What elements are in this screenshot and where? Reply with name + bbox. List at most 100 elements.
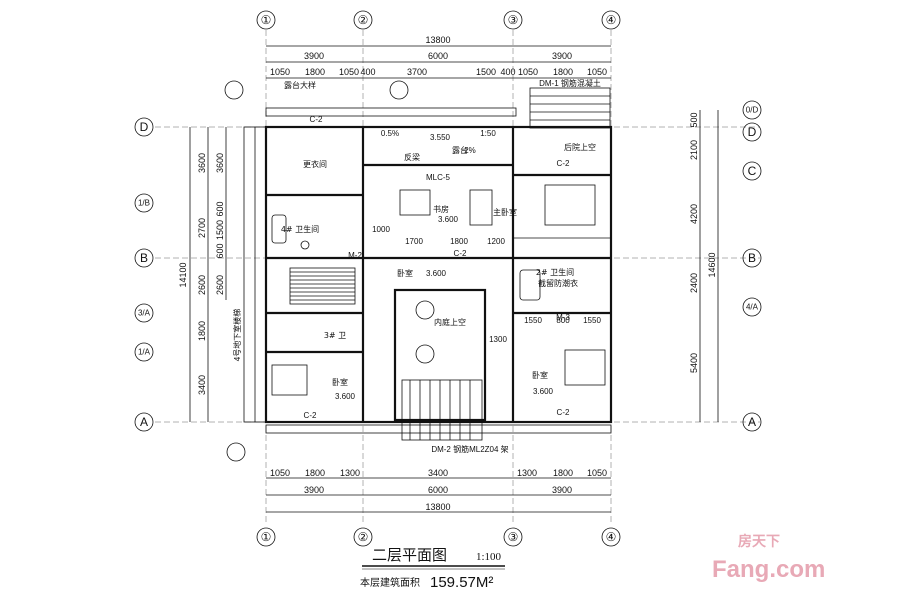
rail-top-label: 露台大样 [284,80,316,90]
idim-2: 1800 [450,237,468,246]
room-bedroom-se: 卧室 [532,370,548,380]
stair-well [289,267,356,305]
axis-label-1B-left: 1/B [138,199,150,208]
bottom-dim-1-0: 1050 [270,468,290,478]
top-dim-3-4: 3700 [407,67,427,77]
plan-scale: 1:100 [476,551,502,563]
study-elev: 3.600 [438,215,459,224]
left-dim-outer-2: 2600 [197,275,207,295]
left-dim-inner-4: 2600 [215,275,225,295]
axis-label-4-bottom: ④ [606,530,617,544]
window-mlc: MLC-5 [426,173,451,182]
axis-label-C-right: C [748,164,757,178]
axis-label-B-left: B [140,251,148,265]
stair-note: 4号地下室楼梯 [232,309,242,361]
se-elev: 3.600 [533,387,554,396]
room-study: 书房 [433,204,449,214]
top-dim-3-3: 400 [360,67,375,77]
left-dim-outer-0: 3600 [197,153,207,173]
room-bath2: 2# 卫生间 [536,267,574,277]
right-dim-total: 14600 [707,252,717,277]
axis-label-3A-left: 3/A [138,309,151,318]
axis-bubbles-top: ① ② ③ ④ [256,10,621,30]
idim-6: 800 [556,316,570,325]
axis-label-4-top: ④ [606,13,617,27]
dm2-label: DM-2 钢筋ML2Z04 架 [431,444,508,454]
top-dim-3-0: 1050 [270,67,290,77]
watermark-brand-en: Fang.com [712,556,825,583]
top-dim-2-1: 6000 [428,51,448,61]
room-hall: 卧室 [397,268,413,278]
sw-elev: 3.600 [335,392,356,401]
area-value: 159.57M² [430,574,493,591]
window-c2-nw: C-2 [310,115,323,124]
axis-label-D-right: D [748,125,757,139]
watermark-brand-cn: 房天下 [738,533,780,550]
bottom-railing [265,379,612,441]
room-back-void: 后院上空 [564,142,596,152]
window-c2-mid: C-2 [454,249,467,258]
right-dim-outer-3: 2400 [689,273,699,293]
top-dim-3-2: 1050 [339,67,359,77]
terrace-elev: 3.550 [430,133,451,142]
bottom-dim-1-3: 3400 [428,468,448,478]
room-labels: 更衣间 露台 3.550 0.5% 1:50 2% 反梁 MLC-5 书房 3.… [232,78,601,454]
right-dim-outer-4: 5400 [689,353,699,373]
idim-8: 1300 [489,335,507,344]
idim-3: 1200 [487,237,505,246]
axis-label-A-left: A [140,415,148,429]
axis-bubbles-left: D 1/B B 3/A 1/A A [134,117,154,432]
idim-5: 1550 [524,316,542,325]
left-dim-inner-0: 3600 [215,153,225,173]
watermark-logo: 房天下 Fang.com [712,533,825,583]
interior-dims: 1000 1700 1800 1200 1550 800 1550 1300 [372,225,601,344]
axis-label-4A-right: 4/A [746,303,759,312]
door-m2: M-2 [348,251,362,260]
left-dim-outer-4: 3400 [197,375,207,395]
axis-label-2-top: ② [358,13,369,27]
bottom-dim-1-2: 1300 [340,468,360,478]
fixtures [271,184,606,396]
left-dim-outer-1: 2700 [197,218,207,238]
right-dim-outer-2: 4200 [689,204,699,224]
bottom-dim-1-4: 1300 [517,468,537,478]
bottom-dim-2-2: 3900 [552,485,572,495]
axis-bubbles-bottom: ① ② ③ ④ [256,527,621,547]
axis-label-3-bottom: ③ [508,530,519,544]
window-c2-se: C-2 [557,408,570,417]
room-bath3: 3# 卫 [324,331,346,340]
bottom-dim-1-1: 1800 [305,468,325,478]
window-c2-sw: C-2 [304,411,317,420]
bottom-dim-1-5: 1800 [553,468,573,478]
axis-label-0D-right: 0/D [746,106,759,115]
hall-elev: 3.600 [426,269,447,278]
left-dim-total: 14100 [178,262,188,287]
bottom-dimensions: 1050 1800 1300 3400 1300 1800 1050 3900 … [266,468,611,513]
right-dim-outer-1: 2100 [689,140,699,160]
room-bedroom-sw: 卧室 [332,377,348,387]
left-dim-outer-3: 1800 [197,321,207,341]
bottom-dim-total: 13800 [425,502,450,512]
idim-0: 1000 [372,225,390,234]
slope-b: 1:50 [480,129,496,138]
idim-1: 1700 [405,237,423,246]
door-m3: M-3 [556,313,570,322]
top-dimensions: 13800 3900 6000 3900 1050 1800 1050 400 … [266,35,611,79]
top-dim-3-1: 1800 [305,67,325,77]
idim-7: 1550 [583,316,601,325]
top-dim-3-7: 1050 [518,67,538,77]
axis-bubbles-right: 0/D D C B 4/A A [742,100,762,432]
title-block: 二层平面图 1:100 本层建筑面积 159.57M² [360,546,505,591]
axis-label-D-left: D [140,120,149,134]
top-dim-2-2: 3900 [552,51,572,61]
axis-label-3-top: ③ [508,13,519,27]
bath2-note: 截留防潮衣 [538,278,578,288]
axis-label-A-right: A [748,415,756,429]
slope-a: 0.5% [381,129,399,138]
room-terrace: 露台 [452,145,468,155]
plan-title: 二层平面图 [372,546,447,564]
axis-label-1-top: ① [261,13,272,27]
room-closet: 更衣间 [303,159,327,169]
slope-c: 2% [464,146,476,155]
top-dim-2-0: 3900 [304,51,324,61]
